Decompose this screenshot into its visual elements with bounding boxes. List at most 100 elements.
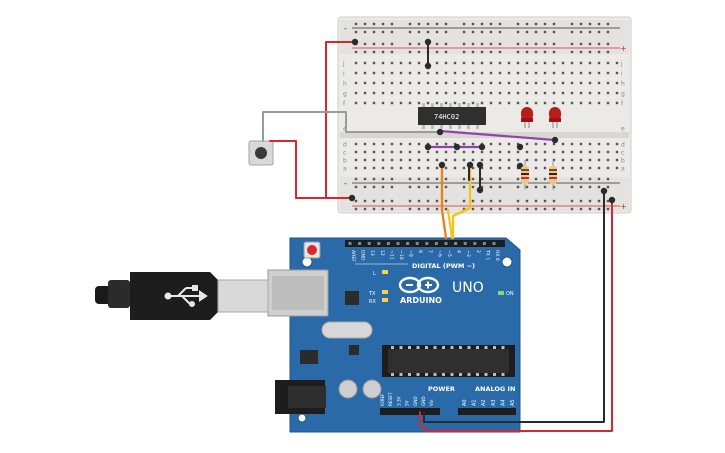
rail-hole[interactable] [363, 42, 367, 46]
rail-hole[interactable] [426, 30, 430, 34]
rail-hole[interactable] [372, 42, 376, 46]
rail-hole[interactable] [516, 207, 520, 211]
rail-hole[interactable] [444, 207, 448, 211]
terminal-hole[interactable] [453, 91, 457, 95]
terminal-hole[interactable] [615, 71, 619, 75]
terminal-hole[interactable] [561, 61, 565, 65]
terminal-hole[interactable] [561, 150, 565, 154]
rail-hole[interactable] [570, 199, 574, 203]
rail-hole[interactable] [552, 185, 556, 189]
rail-hole[interactable] [363, 50, 367, 54]
terminal-hole[interactable] [444, 71, 448, 75]
rail-hole[interactable] [597, 42, 601, 46]
rail-hole[interactable] [489, 30, 493, 34]
rail-hole[interactable] [372, 22, 376, 26]
terminal-hole[interactable] [489, 71, 493, 75]
terminal-hole[interactable] [534, 166, 538, 170]
rail-hole[interactable] [606, 30, 610, 34]
rail-hole[interactable] [606, 50, 610, 54]
rail-hole[interactable] [408, 185, 412, 189]
terminal-hole[interactable] [426, 91, 430, 95]
terminal-hole[interactable] [390, 166, 394, 170]
reset-button-cap[interactable] [307, 245, 317, 255]
rail-hole[interactable] [435, 199, 439, 203]
terminal-hole[interactable] [597, 166, 601, 170]
terminal-hole[interactable] [525, 91, 529, 95]
rail-hole[interactable] [588, 42, 592, 46]
terminal-hole[interactable] [435, 91, 439, 95]
rail-hole[interactable] [372, 199, 376, 203]
terminal-hole[interactable] [444, 150, 448, 154]
rail-hole[interactable] [606, 207, 610, 211]
rail-hole[interactable] [579, 30, 583, 34]
terminal-hole[interactable] [570, 101, 574, 105]
terminal-hole[interactable] [597, 158, 601, 162]
terminal-hole[interactable] [453, 158, 457, 162]
terminal-hole[interactable] [579, 142, 583, 146]
terminal-hole[interactable] [597, 71, 601, 75]
rail-hole[interactable] [480, 22, 484, 26]
terminal-hole[interactable] [570, 81, 574, 85]
terminal-hole[interactable] [597, 101, 601, 105]
terminal-hole[interactable] [408, 81, 412, 85]
terminal-hole[interactable] [381, 166, 385, 170]
terminal-hole[interactable] [597, 150, 601, 154]
rail-hole[interactable] [354, 30, 358, 34]
rail-hole[interactable] [471, 22, 475, 26]
rail-hole[interactable] [381, 42, 385, 46]
terminal-hole[interactable] [543, 61, 547, 65]
terminal-hole[interactable] [471, 142, 475, 146]
rail-hole[interactable] [597, 50, 601, 54]
rail-hole[interactable] [498, 199, 502, 203]
rail-hole[interactable] [471, 42, 475, 46]
rail-hole[interactable] [408, 207, 412, 211]
rail-hole[interactable] [381, 199, 385, 203]
terminal-hole[interactable] [426, 158, 430, 162]
terminal-hole[interactable] [579, 61, 583, 65]
rail-hole[interactable] [417, 30, 421, 34]
terminal-hole[interactable] [498, 158, 502, 162]
rail-hole[interactable] [516, 199, 520, 203]
terminal-hole[interactable] [552, 158, 556, 162]
terminal-hole[interactable] [588, 158, 592, 162]
terminal-hole[interactable] [606, 61, 610, 65]
terminal-hole[interactable] [408, 142, 412, 146]
terminal-hole[interactable] [498, 101, 502, 105]
terminal-hole[interactable] [372, 61, 376, 65]
rail-hole[interactable] [588, 30, 592, 34]
rail-hole[interactable] [543, 22, 547, 26]
terminal-hole[interactable] [543, 150, 547, 154]
rail-hole[interactable] [480, 50, 484, 54]
terminal-hole[interactable] [462, 158, 466, 162]
terminal-hole[interactable] [408, 91, 412, 95]
terminal-hole[interactable] [507, 101, 511, 105]
rail-hole[interactable] [597, 199, 601, 203]
terminal-hole[interactable] [390, 142, 394, 146]
terminal-hole[interactable] [570, 166, 574, 170]
terminal-hole[interactable] [579, 158, 583, 162]
terminal-hole[interactable] [552, 71, 556, 75]
terminal-hole[interactable] [435, 71, 439, 75]
terminal-hole[interactable] [417, 81, 421, 85]
terminal-hole[interactable] [372, 71, 376, 75]
rail-hole[interactable] [390, 50, 394, 54]
rail-hole[interactable] [471, 177, 475, 181]
terminal-hole[interactable] [489, 91, 493, 95]
rail-hole[interactable] [363, 185, 367, 189]
terminal-hole[interactable] [507, 91, 511, 95]
terminal-hole[interactable] [354, 142, 358, 146]
terminal-hole[interactable] [381, 61, 385, 65]
terminal-hole[interactable] [489, 61, 493, 65]
terminal-hole[interactable] [462, 71, 466, 75]
terminal-hole[interactable] [534, 158, 538, 162]
terminal-hole[interactable] [525, 150, 529, 154]
terminal-hole[interactable] [615, 158, 619, 162]
terminal-hole[interactable] [606, 81, 610, 85]
terminal-hole[interactable] [426, 150, 430, 154]
terminal-hole[interactable] [606, 71, 610, 75]
rail-hole[interactable] [390, 177, 394, 181]
terminal-hole[interactable] [444, 91, 448, 95]
rail-hole[interactable] [372, 185, 376, 189]
rail-hole[interactable] [543, 177, 547, 181]
rail-hole[interactable] [498, 185, 502, 189]
